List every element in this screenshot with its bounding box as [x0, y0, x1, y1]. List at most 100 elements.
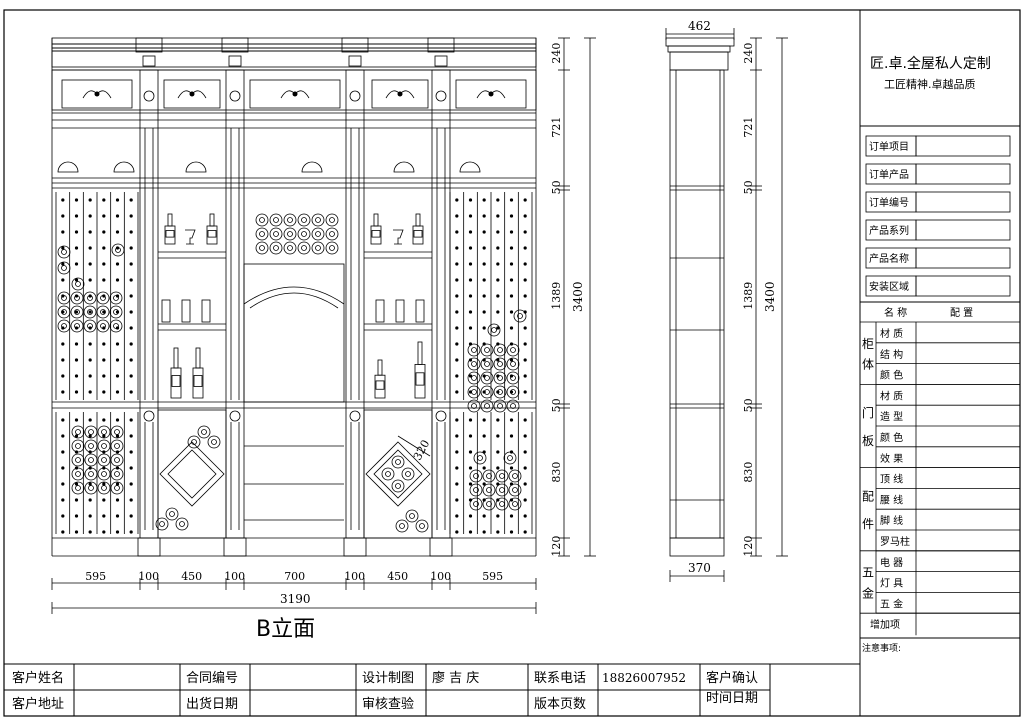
bottle-end: [473, 487, 479, 493]
rosette: [435, 410, 447, 422]
rack-peg: [455, 482, 459, 486]
bottle-end: [273, 231, 279, 237]
bottle-end: [493, 385, 507, 399]
bottle-label: [193, 375, 203, 387]
rack-peg: [115, 390, 120, 394]
front-height-value: 50: [550, 180, 563, 194]
bottle-end: [75, 485, 81, 491]
pilaster: [225, 69, 245, 539]
bottle-end: [57, 305, 71, 319]
rack-peg: [88, 198, 92, 202]
rack-peg: [61, 450, 65, 454]
rack-peg: [523, 214, 527, 218]
rosette: [143, 410, 155, 422]
bottle-end: [115, 247, 121, 253]
config-group-name: 金: [862, 585, 874, 600]
rack-peg: [482, 530, 486, 534]
side-height-value: 240: [742, 43, 755, 64]
bottle-end: [510, 389, 516, 395]
config-item: 材 质: [880, 389, 903, 402]
rack-peg: [129, 466, 133, 470]
rack-peg: [482, 466, 486, 470]
width-dim-value: 595: [482, 570, 503, 583]
rack-peg: [496, 466, 500, 470]
bottle-end: [75, 471, 81, 477]
rack-peg: [482, 246, 486, 250]
rack-peg: [455, 390, 459, 394]
designer-label: 设计制图: [362, 671, 414, 686]
order-field-value-box: [915, 219, 1011, 241]
config-item: 顶 线: [880, 473, 903, 486]
bottle-end: [110, 425, 124, 439]
rack-peg: [455, 530, 459, 534]
diamond-dim: 320: [411, 438, 432, 463]
bottle-end: [395, 519, 409, 533]
rack-peg: [496, 450, 500, 454]
bottle-end: [57, 245, 71, 259]
bottle-end: [480, 343, 494, 357]
bottle-end: [100, 295, 106, 301]
rack-peg: [455, 294, 459, 298]
wine-bottle: [414, 363, 426, 399]
rack-peg: [468, 294, 473, 298]
bottle-end: [405, 509, 419, 523]
pilaster-medallion: [228, 55, 242, 67]
width-dim-value: 450: [181, 570, 202, 583]
bottle-end: [467, 343, 481, 357]
bottle-end: [84, 425, 98, 439]
rack-peg: [468, 530, 473, 534]
bottle-end: [484, 375, 490, 381]
rack-peg: [74, 246, 79, 250]
center-arch: [249, 292, 339, 309]
bottle-end: [283, 213, 297, 227]
config-config-header: 配 置: [950, 307, 973, 319]
bottle-end: [100, 309, 106, 315]
rack-peg: [468, 246, 473, 250]
side-height-value: 721: [742, 117, 755, 138]
bottle-end: [391, 455, 405, 469]
bottle-end: [329, 245, 335, 251]
rack-peg: [482, 514, 486, 518]
rack-peg: [468, 450, 473, 454]
bottle-end: [83, 319, 97, 333]
rack-peg: [129, 214, 133, 218]
bottle-end: [512, 501, 518, 507]
bottle-end: [113, 309, 119, 315]
wine-bottle: [377, 359, 383, 376]
bottle-end: [259, 231, 265, 237]
bottle-end: [87, 309, 93, 315]
rack-peg: [523, 498, 527, 502]
bottle-end: [473, 451, 487, 465]
bottle-end: [96, 319, 110, 333]
rack-peg: [455, 262, 459, 266]
rack-peg: [74, 514, 79, 518]
bottle-end: [329, 217, 335, 223]
lying-bottle: [201, 299, 211, 323]
bottle-end: [512, 487, 518, 493]
side-total-height: 3400: [763, 281, 777, 312]
config-group-name: 板: [862, 434, 874, 448]
bottle-end: [495, 483, 509, 497]
front-elevation: [51, 37, 537, 557]
bottle-end: [503, 451, 517, 465]
wine-bottle: [170, 367, 182, 399]
rack-peg: [482, 198, 486, 202]
header-panel: [371, 79, 429, 109]
rack-peg: [129, 434, 133, 438]
customer-name-label: 客户姓名: [12, 670, 64, 686]
rack-peg: [468, 358, 473, 362]
rack-peg: [61, 342, 65, 346]
rack-peg: [455, 358, 459, 362]
rack-peg: [468, 230, 473, 234]
bottle-end: [197, 425, 211, 439]
bottle-end: [486, 473, 492, 479]
bottle-end: [71, 481, 85, 495]
rack-peg: [468, 466, 473, 470]
bottle-end: [269, 227, 283, 241]
bottle-end: [471, 347, 477, 353]
rack-peg: [129, 498, 133, 502]
rack-peg: [102, 310, 106, 314]
front-total-height: 3400: [571, 281, 585, 312]
bottle-end: [61, 309, 67, 315]
arch-detail: [57, 161, 79, 173]
